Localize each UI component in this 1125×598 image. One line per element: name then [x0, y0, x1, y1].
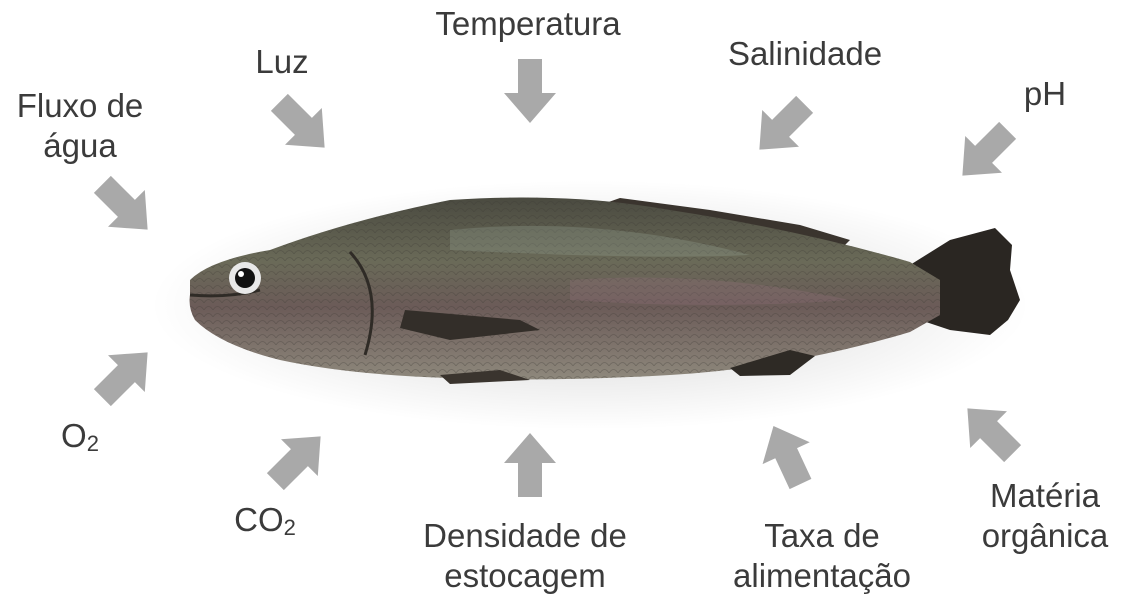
label-line: Taxa de — [712, 516, 932, 556]
label-line: Densidade de — [400, 516, 650, 556]
label-line: Fluxo de — [0, 86, 160, 126]
arrow-icon — [747, 92, 817, 162]
arrow-icon — [955, 396, 1025, 466]
label-ph: pH — [1000, 74, 1090, 114]
arrow-icon — [752, 420, 822, 490]
arrow-icon — [495, 56, 565, 126]
fish-illustration — [150, 170, 1030, 430]
label-luz: Luz — [232, 42, 332, 82]
label-materia-organica: Matéria orgânica — [965, 476, 1125, 556]
label-co2: CO2 — [215, 500, 315, 548]
label-temperatura: Temperatura — [418, 4, 638, 44]
label-line: orgânica — [965, 516, 1125, 556]
label-o2-subscript: 2 — [87, 431, 99, 456]
label-line: água — [0, 126, 160, 166]
label-salinidade: Salinidade — [710, 34, 900, 74]
label-densidade-de-estocagem: Densidade de estocagem — [400, 516, 650, 596]
label-taxa-de-alimentacao: Taxa de alimentação — [712, 516, 932, 596]
label-line: estocagem — [400, 556, 650, 596]
label-co2-base: CO — [234, 501, 284, 538]
arrow-icon — [267, 90, 337, 160]
arrow-icon — [90, 340, 160, 410]
label-line: Matéria — [965, 476, 1125, 516]
label-o2-base: O — [61, 417, 87, 454]
label-fluxo-de-agua: Fluxo de água — [0, 86, 160, 166]
arrow-icon — [263, 424, 333, 494]
arrow-icon — [90, 172, 160, 242]
arrow-icon — [950, 118, 1020, 188]
label-line: alimentação — [712, 556, 932, 596]
label-o2: O2 — [40, 416, 120, 464]
arrow-icon — [495, 430, 565, 500]
label-co2-subscript: 2 — [284, 515, 296, 540]
